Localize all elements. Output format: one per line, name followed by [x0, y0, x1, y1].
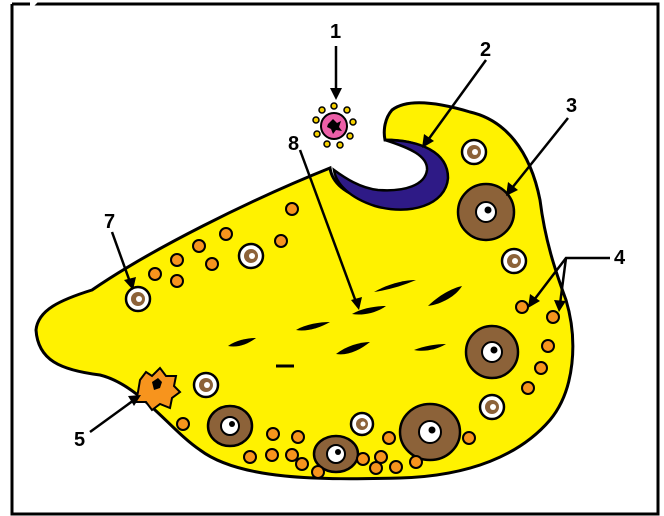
large-follicle — [458, 184, 514, 240]
label-4: 4 — [614, 247, 626, 269]
large-follicle — [466, 326, 518, 378]
label-2: 2 — [480, 39, 491, 61]
label-1: 1 — [330, 21, 341, 43]
label-8: 8 — [288, 133, 299, 155]
label-7: 7 — [104, 211, 115, 233]
large-follicle — [208, 406, 252, 446]
label-5: 5 — [74, 429, 85, 451]
large-follicle — [400, 404, 460, 460]
label-3: 3 — [566, 95, 577, 117]
